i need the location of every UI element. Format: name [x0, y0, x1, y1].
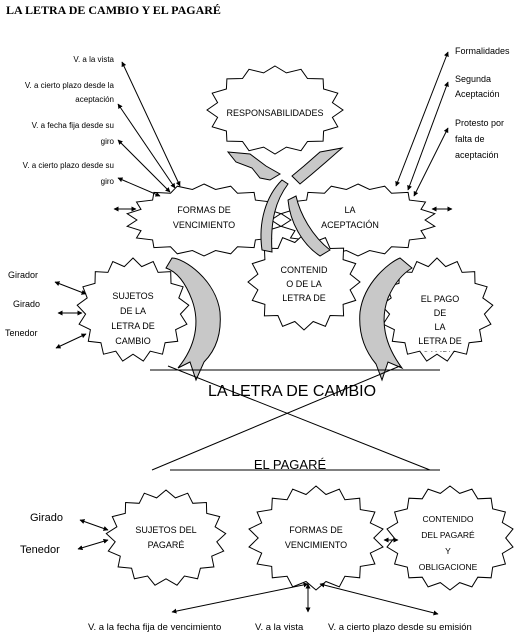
vencimiento-cierto-plazo-label: V. a cierto plazo desde su emisión: [328, 622, 472, 633]
bottom-arrows: [77, 519, 439, 616]
curved-arrow-resp-left: [226, 151, 281, 181]
text-line: PAGARÉ: [148, 540, 185, 550]
cross-lines: [150, 365, 440, 471]
responsabilidades-burst: RESPONSABILIDADES: [206, 65, 344, 155]
cierto-plazo-aceptacion-label: V. a cierto plazo desde la aceptación: [25, 81, 115, 104]
text-line: giro: [101, 137, 115, 146]
text-line: LETRA DE: [418, 336, 462, 346]
pago-letra-burst: EL PAGO DE LA LETRA DE CAMBIO: [380, 257, 494, 362]
text-line: falta de: [455, 134, 485, 144]
text-line: Y: [445, 546, 451, 556]
text-line: aceptación: [75, 95, 114, 104]
text-line: ACEPTACIÓN: [321, 220, 379, 230]
protesto-label: Protesto por falta de aceptación: [455, 118, 504, 160]
contenido-pagare-burst: CONTENIDO DEL PAGARÉ Y OBLIGACIONE: [386, 485, 514, 591]
text-line: aceptación: [455, 150, 499, 160]
text-line: LA: [434, 322, 445, 332]
formas-vencimiento-burst: FORMAS DE VENCIMIENTO: [126, 183, 282, 257]
contenido-letra-burst: CONTENID O DE LA LETRA DE: [247, 233, 361, 331]
text-line: CONTENIDO: [423, 514, 474, 524]
fecha-fija-giro-label: V. a fecha fija desde su giro: [32, 121, 115, 146]
curved-arrow-center-left: [260, 179, 289, 253]
curved-arrows: [165, 147, 413, 382]
curved-arrow-right: [359, 257, 413, 382]
sujetos-letra-burst: SUJETOS DE LA LETRA DE CAMBIO: [76, 257, 190, 362]
text-line: V. a cierto plazo desde su: [23, 161, 114, 170]
text-line: VENCIMIENTO: [285, 540, 347, 550]
text-line: FORMAS DE: [289, 525, 343, 535]
text-line: SUJETOS DEL: [135, 525, 196, 535]
text-line: CAMBIO: [422, 350, 458, 360]
girado-label: Girado: [13, 299, 40, 309]
text-line: OBLIGACIONE: [419, 562, 478, 572]
letra-de-cambio-title: LA LETRA DE CAMBIO: [208, 383, 376, 400]
text-line: LA: [344, 205, 355, 215]
text-line: DE LA: [120, 306, 146, 316]
text-line: giro: [101, 177, 115, 186]
girado-pagare-label: Girado: [30, 512, 63, 524]
text-line: Protesto por: [455, 118, 504, 128]
sujetos-letra-label: SUJETOS DE LA LETRA DE CAMBIO: [111, 291, 155, 346]
girador-label: Girador: [8, 270, 38, 280]
curved-arrow-center-right: [287, 195, 331, 257]
vencimiento-vista-label: V. a la vista: [255, 622, 304, 633]
formas-vencimiento-pagare-burst: FORMAS DE VENCIMIENTO: [248, 485, 384, 591]
formalidades-label: Formalidades: [455, 46, 510, 56]
text-line: V. a la vista: [73, 55, 114, 64]
text-line: V. a fecha fija desde su: [32, 121, 114, 130]
text-line: V. a cierto plazo desde la: [25, 81, 115, 90]
text-line: LETRA DE: [111, 321, 155, 331]
text-line: FORMAS DE: [177, 205, 231, 215]
top-arrows: [54, 51, 453, 349]
text-line: VENCIMIENTO: [173, 220, 235, 230]
sujetos-pagare-label: SUJETOS DEL PAGARÉ: [135, 525, 196, 550]
pago-letra-label: EL PAGO DE LA LETRA DE CAMBIO: [418, 294, 462, 360]
text-line: Segunda: [455, 74, 491, 84]
cierto-plazo-giro-label: V. a cierto plazo desde su giro: [23, 161, 115, 186]
text-line: CAMBIO: [115, 336, 151, 346]
text-line: Aceptación: [455, 89, 500, 99]
vista-label: V. a la vista: [73, 55, 114, 64]
curved-arrow-left: [165, 257, 221, 382]
tenedor-pagare-label: Tenedor: [20, 544, 60, 556]
tenedor-label: Tenedor: [5, 328, 38, 338]
aceptacion-label: LA ACEPTACIÓN: [321, 205, 379, 230]
text-line: LETRA DE: [282, 293, 326, 303]
text-line: RESPONSABILIDADES: [226, 108, 323, 118]
formas-vencimiento-pagare-label: FORMAS DE VENCIMIENTO: [285, 525, 347, 550]
text-line: Formalidades: [455, 46, 510, 56]
text-line: DEL PAGARÉ: [421, 530, 475, 540]
formas-vencimiento-label: FORMAS DE VENCIMIENTO: [173, 205, 235, 230]
sujetos-pagare-burst: SUJETOS DEL PAGARÉ: [105, 489, 227, 586]
pagare-title: EL PAGARÉ: [254, 457, 327, 472]
responsabilidades-label: RESPONSABILIDADES: [226, 108, 323, 118]
text-line: DE: [434, 308, 447, 318]
page-title: LA LETRA DE CAMBIO Y EL PAGARÉ: [6, 3, 221, 17]
text-line: EL PAGO: [421, 294, 460, 304]
text-line: SUJETOS: [112, 291, 153, 301]
text-line: O DE LA: [286, 279, 322, 289]
vencimiento-fecha-fija-label: V. a la fecha fija de vencimiento: [88, 622, 221, 633]
contenido-letra-label: CONTENID O DE LA LETRA DE: [281, 265, 329, 303]
curved-arrow-resp-right: [291, 147, 344, 185]
text-line: CONTENID: [281, 265, 329, 275]
contenido-pagare-label: CONTENIDO DEL PAGARÉ Y OBLIGACIONE: [419, 514, 478, 572]
